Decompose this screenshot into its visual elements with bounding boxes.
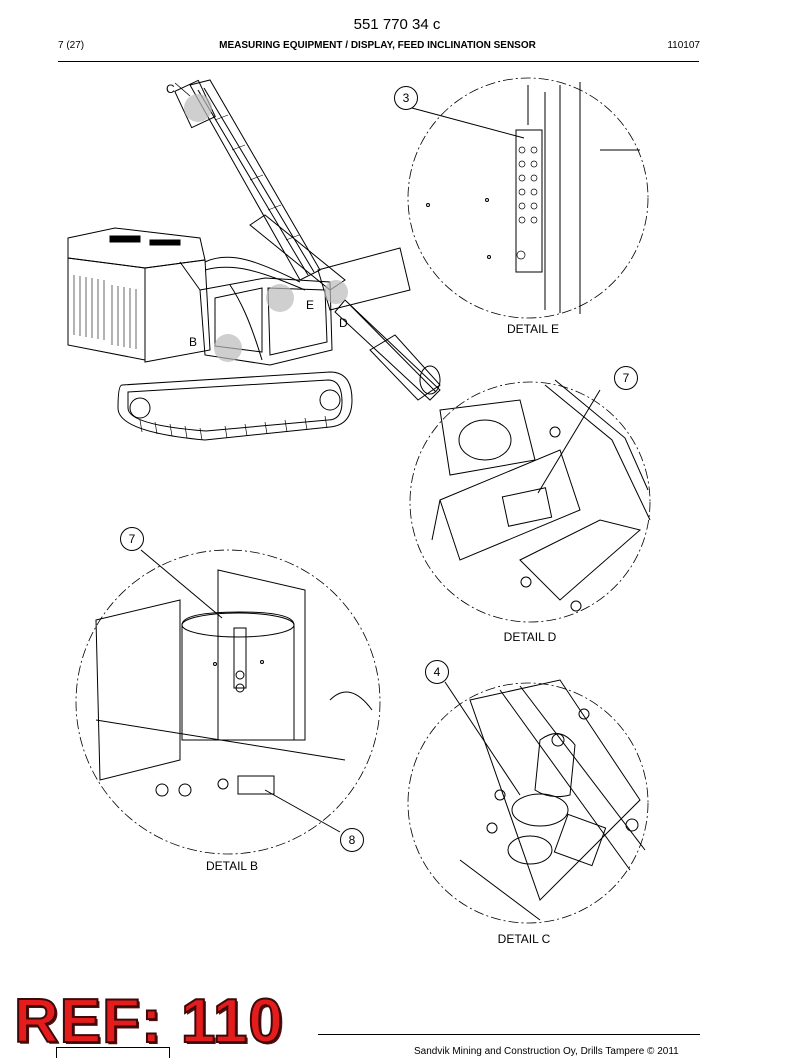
section-title: MEASURING EQUIPMENT / DISPLAY, FEED INCL… [219, 40, 536, 51]
detail-b-drawing [75, 549, 381, 855]
detail-d-drawing [409, 379, 651, 623]
detail-b-label: DETAIL B [205, 859, 258, 873]
detail-e-drawing [407, 77, 649, 319]
callout-4: 4 [425, 660, 449, 684]
date-code: 110107 [667, 40, 700, 51]
callout-7-detail-b: 7 [120, 527, 144, 551]
callout-3: 3 [394, 86, 418, 110]
drill-rig-overview [67, 79, 441, 441]
ref-stamp: REF: 110 [13, 986, 284, 1057]
detail-marker-e: E [306, 298, 315, 312]
callout-8: 8 [340, 828, 364, 852]
document-number: 551 770 34 c [353, 16, 441, 33]
detail-marker-d: D [339, 316, 348, 330]
page-number: 7 (27) [58, 40, 85, 51]
detail-marker-b: B [189, 335, 198, 349]
detail-d-label: DETAIL D [503, 630, 557, 644]
detail-marker-c: C [166, 82, 175, 96]
header-divider [58, 61, 699, 62]
detail-e-label: DETAIL E [506, 322, 559, 336]
detail-c-label: DETAIL C [497, 932, 551, 946]
callout-7-detail-d: 7 [614, 366, 638, 390]
footer-divider [318, 1034, 700, 1035]
detail-c-drawing [407, 679, 649, 924]
footer-copyright: Sandvik Mining and Construction Oy, Dril… [414, 1046, 679, 1057]
